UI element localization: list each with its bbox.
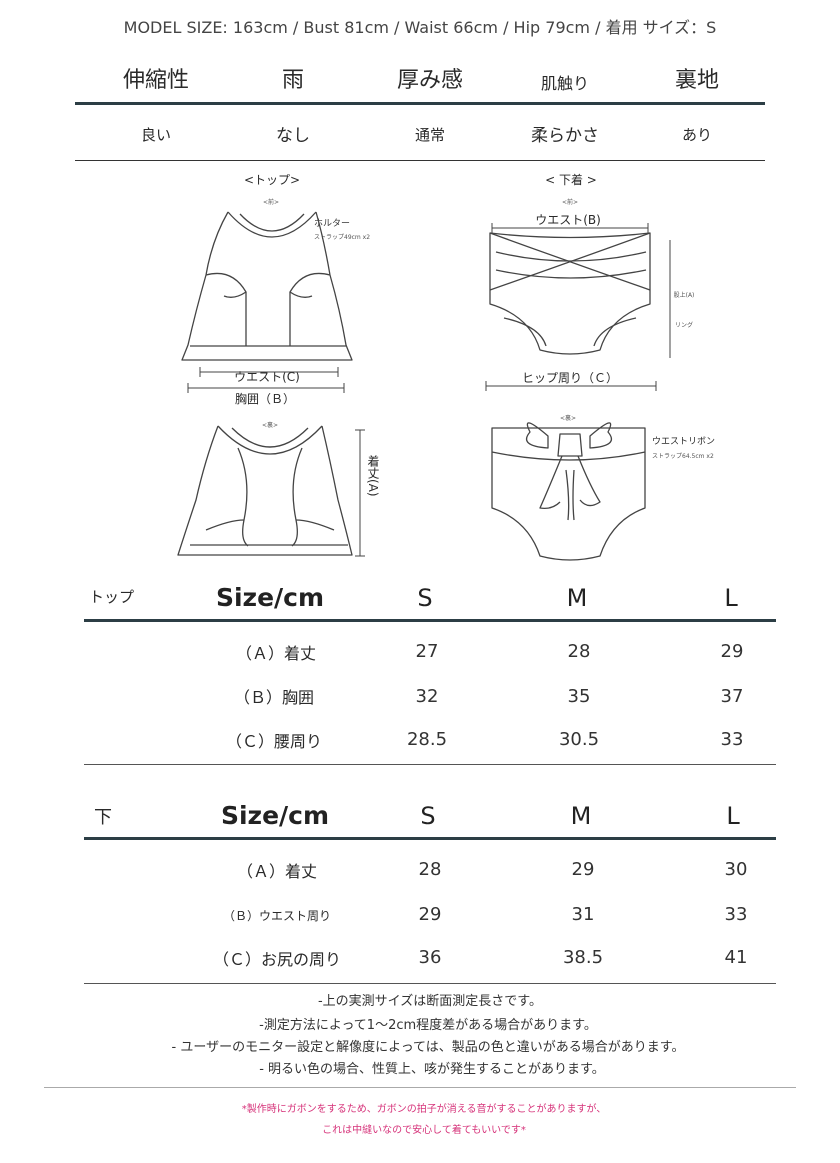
note-line: -上の実測サイズは断面測定長さです。 (317, 994, 543, 1009)
bottom-col-m: M (570, 802, 592, 830)
top-col-m: M (566, 584, 588, 612)
note-line: - ユーザーのモニター設定と解像度によっては、製品の色と違いがある場合があります… (171, 1040, 685, 1055)
top-front-label: <前> (262, 199, 280, 206)
top-front-drawing (181, 211, 353, 393)
top-cell: 37 (720, 686, 744, 707)
feature-value-thickness: 通常 (414, 126, 446, 144)
feature-rule-bottom (75, 160, 765, 161)
feature-rule-top (75, 102, 765, 105)
feature-header-stretch: 伸縮性 (122, 68, 190, 93)
feature-value-texture: 柔らかさ (531, 126, 599, 146)
top-diagram-title: <トップ> (243, 173, 301, 187)
ring-label: リング (674, 322, 694, 329)
bottom-cell: 28 (418, 859, 442, 880)
top-col-l: L (724, 584, 738, 612)
top-cell: 27 (415, 641, 439, 662)
feature-header-rain: 雨 (281, 68, 305, 93)
feature-header-thickness: 厚み感 (396, 68, 464, 93)
feature-value-lining: あり (681, 126, 713, 144)
top-row-label: （Ｂ）胸囲 (233, 688, 315, 707)
bottom-size-heading: Size/cm (220, 801, 330, 830)
bottom-diagram-title: < 下着 > (545, 173, 597, 187)
model-size-text: MODEL SIZE: 163cm / Bust 81cm / Waist 66… (123, 18, 717, 37)
halter-label: ホルター (314, 219, 351, 229)
bottom-row-label: （Ａ）着丈 (236, 862, 318, 881)
top-row-label: （Ａ）着丈 (235, 644, 317, 663)
top-cell: 35 (567, 686, 591, 707)
bottom-table-rule (84, 837, 776, 840)
bottom-cell: 31 (571, 904, 595, 925)
top-table-bottom-rule (84, 764, 776, 765)
top-cell: 30.5 (558, 729, 600, 750)
note-line: -測定方法によって1～2cm程度差がある場合があります。 (259, 1018, 597, 1033)
top-cell: 33 (720, 729, 744, 750)
top-col-s: S (417, 584, 433, 612)
waist-ribbon-label: ウエストリボン (652, 437, 716, 447)
top-section-label: トップ (89, 588, 135, 606)
bottom-front-drawing (485, 223, 671, 391)
top-cell: 28 (567, 641, 591, 662)
top-cell: 32 (415, 686, 439, 707)
top-cell: 29 (720, 641, 744, 662)
bottom-cell: 33 (724, 904, 748, 925)
bottom-col-s: S (420, 802, 436, 830)
bottom-row-label: （Ｂ）ウエスト周り (222, 909, 332, 923)
ribbon-strap-label: ストラップ64.5cm x2 (652, 453, 714, 460)
feature-header-texture: 肌触り (540, 74, 590, 93)
rise-label: 股上(A) (673, 292, 695, 299)
note-line: - 明るい色の場合、性質上、咳が発生することがあります。 (259, 1062, 605, 1077)
bust-b-label: 胸囲（Ｂ） (234, 392, 296, 406)
top-cell: 28.5 (406, 729, 448, 750)
garment-diagrams (177, 211, 671, 561)
bottom-cell: 36 (418, 947, 442, 968)
feature-value-rain: なし (276, 126, 310, 146)
bottom-front-label: <前> (561, 199, 579, 206)
bottom-row-label: （Ｃ）お尻の周り (212, 950, 342, 969)
halter-strap-label: ストラップ49cm x2 (314, 234, 371, 241)
notes-rule (44, 1087, 796, 1088)
bottom-cell: 30 (724, 859, 748, 880)
top-row-label: （Ｃ）腰周り (225, 732, 323, 751)
pink-note-line: これは中縫いなので安心して着てもいいです* (322, 1125, 526, 1136)
bottom-cell: 29 (571, 859, 595, 880)
pink-note-line: *製作時にガボンをするため、ガボンの拍子が消える音がすることがありますが、 (241, 1104, 607, 1115)
bottom-cell: 29 (418, 904, 442, 925)
bottom-cell: 41 (724, 947, 748, 968)
length-a-label: 着丈(A) (366, 455, 380, 497)
feature-value-stretch: 良い (140, 126, 172, 144)
top-back-label: <裏> (261, 422, 279, 429)
top-size-heading: Size/cm (215, 583, 325, 612)
bottom-back-drawing (491, 422, 646, 561)
top-back-drawing (177, 425, 365, 557)
bottom-section-label: 下 (94, 807, 112, 828)
waist-b-label: ウエスト(B) (535, 213, 601, 227)
bottom-back-label: <裏> (559, 415, 577, 422)
bottom-table-bottom-rule (84, 983, 776, 984)
bottom-cell: 38.5 (562, 947, 604, 968)
waist-c-label: ウエスト(C) (234, 370, 300, 384)
top-table-rule (84, 619, 776, 622)
feature-header-lining: 裏地 (674, 68, 720, 93)
hip-c-label: ヒップ周り（Ｃ） (521, 371, 619, 385)
bottom-col-l: L (726, 802, 740, 830)
